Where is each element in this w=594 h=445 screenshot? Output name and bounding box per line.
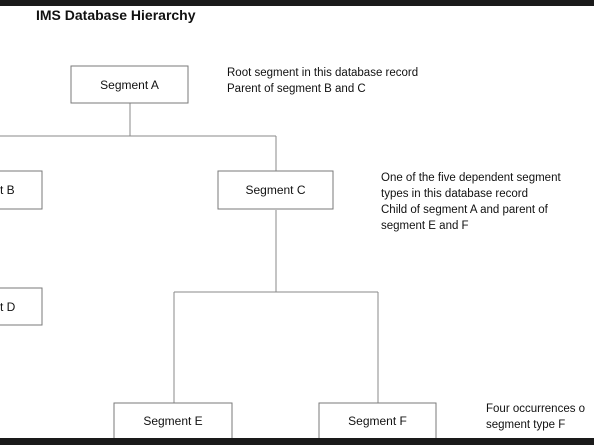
occurrences-annotation-line-1: Four occurrences o bbox=[486, 403, 585, 415]
dependent-annotation-line-2: types in this database record bbox=[381, 188, 528, 200]
dependent-annotation-line-1: One of the five dependent segment bbox=[381, 172, 561, 184]
diagram-canvas: IMS Database Hierarchy Segment A t B Seg… bbox=[0, 6, 594, 438]
segment-a-node: Segment A bbox=[70, 65, 189, 104]
connectors bbox=[0, 103, 379, 403]
root-annotation-line-1: Root segment in this database record bbox=[227, 67, 418, 79]
dependent-annotation-line-4: segment E and F bbox=[381, 220, 469, 232]
occurrences-annotation-line-2: segment type F bbox=[486, 419, 565, 431]
occurrences-annotation: Four occurrences o segment type F bbox=[486, 403, 585, 431]
segment-e-node: Segment E bbox=[113, 402, 233, 438]
segment-d-label: t D bbox=[0, 300, 16, 314]
diagram-title: IMS Database Hierarchy bbox=[36, 7, 196, 23]
segment-c-label: Segment C bbox=[245, 183, 305, 197]
segment-c-node: Segment C bbox=[217, 170, 334, 210]
hierarchy-diagram: IMS Database Hierarchy Segment A t B Seg… bbox=[0, 7, 585, 438]
root-annotation-line-2: Parent of segment B and C bbox=[227, 83, 366, 95]
root-annotation: Root segment in this database record Par… bbox=[227, 67, 418, 95]
segment-a-label: Segment A bbox=[100, 78, 159, 92]
dependent-annotation: One of the five dependent segment types … bbox=[381, 172, 561, 232]
segment-f-label: Segment F bbox=[348, 414, 407, 428]
segment-e-label: Segment E bbox=[143, 414, 202, 428]
dependent-annotation-line-3: Child of segment A and parent of bbox=[381, 204, 549, 216]
segment-f-node: Segment F bbox=[318, 402, 437, 438]
segment-d-node: t D bbox=[0, 287, 43, 326]
segment-b-node: t B bbox=[0, 170, 43, 210]
segment-b-label: t B bbox=[0, 183, 15, 197]
